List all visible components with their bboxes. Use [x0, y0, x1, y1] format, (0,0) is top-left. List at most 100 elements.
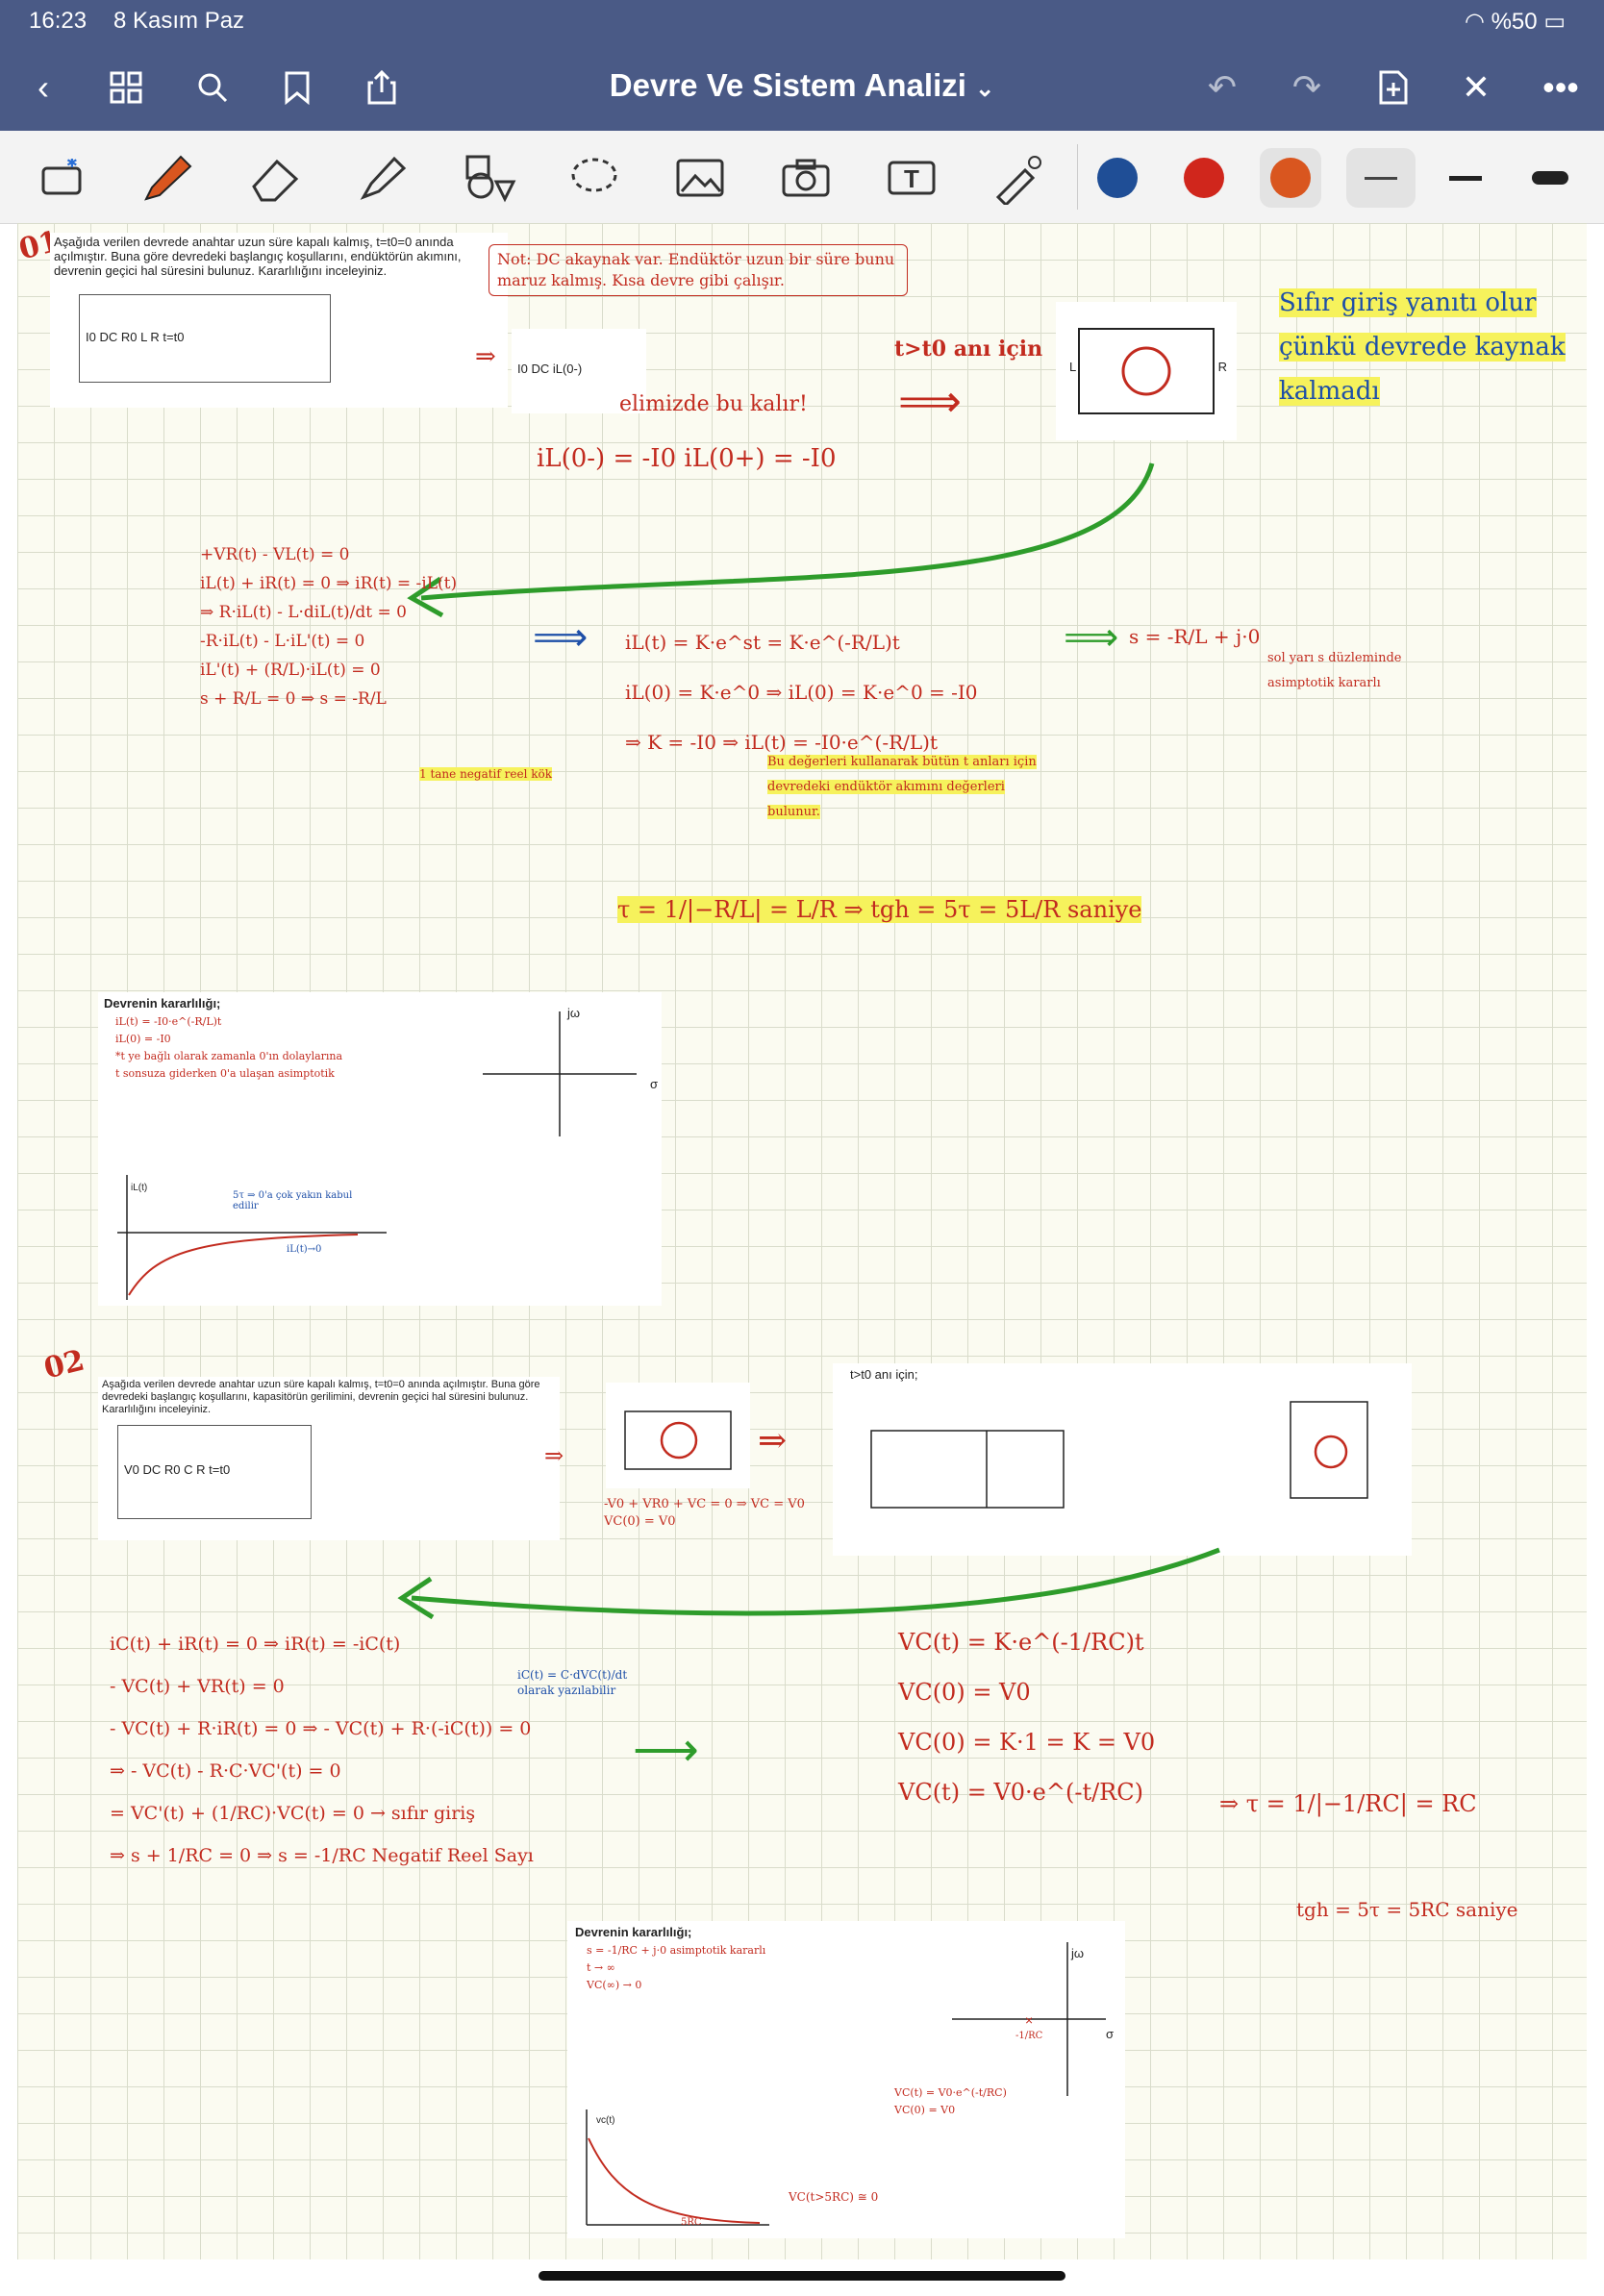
axis-sigma: σ [1106, 2027, 1115, 2041]
laser-pointer-icon[interactable] [987, 148, 1048, 208]
q1-tau: τ = 1/|−R/L| = L/R ⇒ tgh = 5τ = 5L/R san… [617, 896, 1142, 923]
color-swatch-orange-selected[interactable] [1260, 148, 1321, 208]
toolbar-divider [1077, 144, 1078, 210]
q2-graph-axis: vc(t) [596, 2115, 615, 2126]
q1-roots: s = -R/L + j·0 [1129, 625, 1261, 648]
q1-graph-limit: iL(t)→0 [287, 1244, 322, 1255]
axis-jw: jω [1071, 1946, 1085, 1960]
color-swatch-dot [1184, 158, 1224, 198]
color-swatch-red[interactable] [1173, 148, 1235, 208]
color-swatch-dot [1097, 158, 1138, 198]
color-swatch-blue[interactable] [1087, 148, 1148, 208]
q1-time-label: t>t0 anı için [894, 337, 1043, 362]
green-arrow-icon: ⟹ [1064, 616, 1119, 659]
q2-stability-title: Devrenin kararlılığı; [575, 1925, 692, 1939]
arrow-icon: ⇒ [544, 1442, 564, 1469]
close-tools-icon[interactable]: ✕ [1461, 67, 1491, 107]
highlighter-icon[interactable] [352, 148, 414, 208]
q2-equations: iC(t) + iR(t) = 0 ⇒ iR(t) = -iC(t) - VC(… [110, 1634, 534, 1866]
undo-icon[interactable]: ↶ [1207, 67, 1238, 107]
blue-arrow-icon: ⟹ [533, 616, 589, 659]
title-chevron-down-icon: ⌄ [975, 76, 995, 102]
axis-sigma: σ [650, 1077, 659, 1091]
green-arrow-q1 [407, 462, 1155, 618]
battery-percent: %50 [1491, 9, 1538, 35]
q2-response-graph [586, 2109, 769, 2226]
redo-icon[interactable]: ↷ [1291, 67, 1322, 107]
q2-stability-vc: VC(t) = V0·e^(-t/RC) VC(0) = V0 [894, 2086, 1007, 2116]
stroke-medium[interactable] [1435, 148, 1496, 208]
svg-text:T: T [904, 164, 919, 193]
image-icon[interactable] [669, 148, 731, 208]
keyboard-bluetooth-icon[interactable]: ✱ [31, 148, 92, 208]
search-icon[interactable] [187, 62, 238, 113]
q1-initial-conditions: iL(0-) = -I0 iL(0+) = -I0 [537, 444, 837, 473]
problem-1-panel: Aşağıda verilen devrede anahtar uzun sür… [50, 233, 508, 408]
green-arrow-icon: ⟶ [633, 1725, 699, 1776]
status-date: 8 Kasım Paz [113, 8, 245, 34]
text-icon[interactable]: T [881, 148, 942, 208]
q1-roots-note: sol yarı s düzleminde asimptotik kararlı [1267, 651, 1402, 690]
arrow-icon: ⇒ [758, 1421, 788, 1460]
q1-stability-text: iL(t) = -I0·e^(-R/L)t iL(0) = -I0 *t ye … [115, 1015, 343, 1080]
circuit-2-simplified [606, 1383, 750, 1488]
back-chevron-icon[interactable]: ‹ [38, 67, 49, 107]
q2-s-plane: × [952, 1942, 1106, 2096]
q1-graph-axis: iL(t) [131, 1183, 148, 1193]
stroke-thin-selected[interactable] [1346, 148, 1416, 208]
eraser-icon[interactable] [244, 148, 306, 208]
axis-jw: jω [567, 1006, 581, 1020]
battery-icon: ▭ [1543, 9, 1566, 35]
bookmark-icon[interactable] [271, 62, 323, 113]
q2-tgh: tgh = 5τ = 5RC saniye [1296, 1898, 1518, 1921]
question-number-2: 02 [40, 1343, 88, 1386]
circuit-1-simplified: I0 DC iL(0-) [512, 329, 646, 413]
q2-t-label: t>t0 anı için; [850, 1367, 918, 1382]
document-title[interactable]: Devre Ve Sistem Analizi ⌄ [609, 67, 995, 103]
nav-bar: ‹ Devre Ve Sistem Analizi ⌄ ↶ ↷ ✕ ••• [0, 44, 1604, 131]
q1-real-root-note: 1 tane negatif reel kök [419, 767, 553, 781]
big-arrow-icon: ⟹ [898, 376, 962, 426]
shapes-icon[interactable] [460, 148, 521, 208]
axis-pole-label: -1/RC [1015, 2031, 1043, 2041]
svg-text:✱: ✱ [66, 159, 78, 170]
q1-graph-note: 5τ ⇒ 0'a çok yakın kabul edilir [233, 1190, 353, 1211]
circuit-1-diagram: I0 DC R0 L R t=t0 [79, 294, 331, 383]
share-icon[interactable] [356, 62, 408, 113]
circuit-1-after: L R [1056, 302, 1237, 440]
camera-icon[interactable] [775, 148, 837, 208]
problem-1-text: Aşağıda verilen devrede anahtar uzun sür… [54, 235, 462, 278]
q2-graph-note: VC(t>5RC) ≅ 0 [789, 2190, 879, 2204]
more-icon[interactable]: ••• [1542, 67, 1579, 107]
q1-hand-note: elimizde bu kalır! [619, 392, 808, 416]
note-page[interactable]: 01 Aşağıda verilen devrede anahtar uzun … [15, 223, 1587, 2259]
problem-2-panel: Aşağıda verilen devrede anahtar uzun sür… [98, 1377, 560, 1540]
q1-solution-note: Bu değerleri kullanarak bütün t anları i… [767, 755, 1037, 819]
q2-stability-text: s = -1/RC + j·0 asimptotik kararlı t → ∞… [587, 1944, 766, 1991]
q1-solution: iL(t) = K·e^st = K·e^(-R/L)t iL(0) = K·e… [625, 631, 978, 754]
q1-response-graph [117, 1175, 387, 1300]
wifi-icon: ◠ [1464, 9, 1491, 35]
color-swatch-dot [1270, 158, 1311, 198]
pen-icon[interactable] [137, 148, 198, 208]
circuit-2-after: t>t0 anı için; [833, 1363, 1412, 1556]
q1-s-plane [483, 1011, 637, 1136]
lasso-icon[interactable] [564, 148, 625, 208]
arrow-icon: ⇒ [475, 342, 496, 371]
status-bar: 16:23 8 Kasım Paz ◠ %50 ▭ [0, 0, 1604, 44]
stroke-thick[interactable] [1519, 148, 1581, 208]
q1-kvl: +VR(t) - VL(t) = 0 iL(t) + iR(t) = 0 ⇒ i… [200, 545, 458, 709]
add-page-icon[interactable] [1367, 62, 1419, 113]
circuit-2-diagram: V0 DC R0 C R t=t0 [117, 1425, 312, 1519]
status-time: 16:23 [29, 8, 88, 34]
tool-bar: ✱ T [0, 131, 1604, 224]
q2-stability-panel: Devrenin kararlılığı; s = -1/RC + j·0 as… [567, 1921, 1125, 2238]
q1-stability-panel: Devrenin kararlılığı; iL(t) = -I0·e^(-R/… [98, 992, 662, 1306]
q1-stability-title: Devrenin kararlılığı; [104, 996, 221, 1011]
q2-graph-x: 5RC [681, 2217, 702, 2228]
svg-text:×: × [1025, 2012, 1033, 2028]
problem-2-text: Aşağıda verilen devrede anahtar uzun sür… [102, 1379, 540, 1415]
grid-view-icon[interactable] [100, 62, 152, 113]
q1-note: Not: DC akaynak var. Endüktör uzun bir s… [489, 244, 908, 296]
home-indicator[interactable] [539, 2271, 1065, 2281]
